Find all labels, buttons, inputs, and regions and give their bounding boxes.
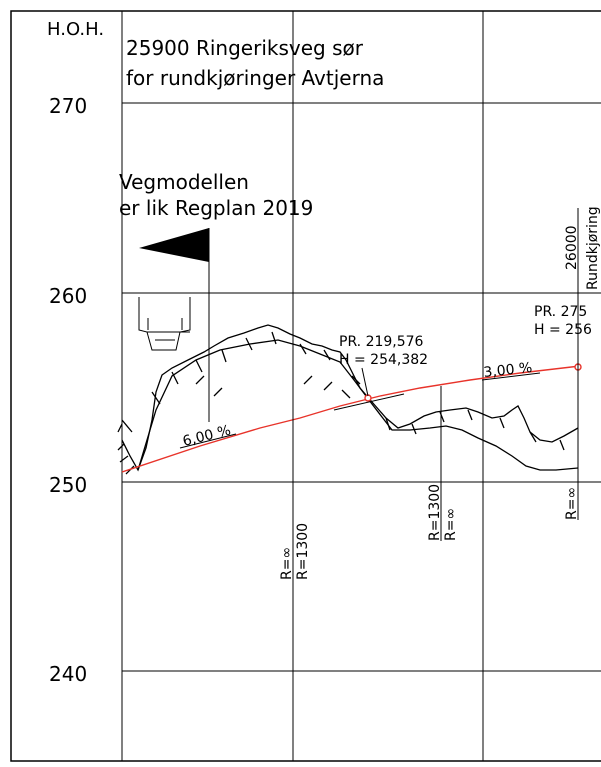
grade-underline-right — [481, 372, 541, 381]
elevation-tick-260: 260 — [49, 284, 87, 308]
curve-1-label-a: R=∞ — [279, 547, 295, 580]
vertex-1-station: PR. 219,576 — [339, 334, 424, 350]
elevation-tick-270: 270 — [49, 94, 87, 118]
cross-section-icon — [138, 297, 191, 351]
grid — [121, 11, 601, 761]
note-line-1: Vegmodellen — [119, 170, 249, 194]
grade-label-right: 3,00 % — [483, 360, 533, 381]
tangent-line — [333, 393, 405, 411]
curve-2-label-a: R=1300 — [427, 484, 443, 541]
vertex-2-height: H = 256 — [534, 322, 592, 338]
curve-3-label: R=∞ — [564, 487, 580, 520]
grade-underline-left — [179, 433, 237, 449]
note-line-2: er lik Regplan 2019 — [119, 196, 313, 220]
vertex-2-station: PR. 275 — [534, 304, 587, 320]
axis-label: H.O.H. — [47, 19, 104, 40]
elevation-tick-240: 240 — [49, 662, 87, 686]
flag-icon — [139, 228, 210, 422]
curve-1-label-b: R=1300 — [295, 523, 311, 580]
curve-2-label-b: R=∞ — [443, 508, 459, 541]
title-line-2: for rundkjøringer Avtjerna — [126, 66, 384, 90]
elevation-tick-250: 250 — [49, 473, 87, 497]
station-label: 26000 — [564, 225, 580, 270]
vertex-1-height: H = 254,382 — [339, 352, 428, 368]
terrain-profile — [117, 324, 579, 475]
roundabout-label: Rundkjøring — [585, 206, 601, 290]
drawing-frame — [10, 10, 601, 762]
vertex-1-leader — [361, 367, 369, 397]
title-line-1: 25900 Ringeriksveg sør — [126, 36, 364, 60]
